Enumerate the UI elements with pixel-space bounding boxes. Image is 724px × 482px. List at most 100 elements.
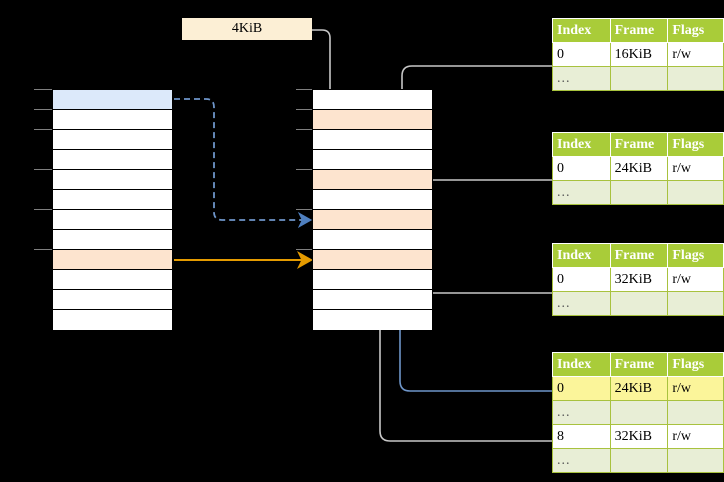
cell-flags: r/w bbox=[667, 156, 724, 181]
cell-flags bbox=[667, 400, 724, 425]
virtual-page-cell-1 bbox=[53, 110, 172, 130]
cell-index: 0 bbox=[552, 156, 611, 181]
cell-frame bbox=[609, 291, 669, 316]
physical-frame-cell-9 bbox=[313, 270, 432, 290]
cell-index: 8 bbox=[552, 424, 611, 449]
cell-index: ... bbox=[552, 291, 611, 316]
cell-flags: r/w bbox=[667, 267, 724, 292]
column-header-index: Index bbox=[552, 132, 611, 157]
middle-column-tick bbox=[296, 89, 312, 90]
cell-index: ... bbox=[552, 66, 611, 91]
connector-size-to-memory bbox=[312, 29, 338, 118]
cell-frame: 16KiB bbox=[609, 42, 669, 67]
column-header-index: Index bbox=[552, 243, 611, 268]
cell-index: 0 bbox=[552, 267, 611, 292]
virtual-page-cell-8 bbox=[53, 250, 172, 270]
connector-table4-row0-to-memory bbox=[392, 219, 552, 392]
virtual-page-cell-6 bbox=[53, 210, 172, 230]
middle-column-tick bbox=[296, 209, 312, 210]
table-row-ellipsis: ... bbox=[552, 448, 724, 473]
physical-frame-cell-10 bbox=[313, 290, 432, 310]
virtual-page-cell-11 bbox=[53, 310, 172, 330]
connector-table1-to-memory bbox=[394, 65, 552, 180]
column-header-frame: Frame bbox=[609, 18, 669, 43]
virtual-page-cell-10 bbox=[53, 290, 172, 310]
left-column-tick bbox=[34, 129, 52, 130]
left-column-tick bbox=[34, 89, 52, 90]
cell-index: 0 bbox=[552, 376, 611, 401]
cell-index: 0 bbox=[552, 42, 611, 67]
column-header-frame: Frame bbox=[609, 243, 669, 268]
virtual-page-cell-0 bbox=[53, 90, 172, 110]
physical-frame-cell-5 bbox=[313, 190, 432, 210]
physical-frame-cell-1 bbox=[313, 110, 432, 130]
middle-column-tick bbox=[296, 109, 312, 110]
column-header-flags: Flags bbox=[667, 243, 724, 268]
cell-frame: 32KiB bbox=[609, 424, 669, 449]
cell-flags: r/w bbox=[667, 376, 724, 401]
cell-index: ... bbox=[552, 448, 611, 473]
physical-frame-cell-2 bbox=[313, 130, 432, 150]
cell-frame: 24KiB bbox=[609, 376, 669, 401]
column-header-frame: Frame bbox=[609, 132, 669, 157]
left-column-tick bbox=[34, 209, 52, 210]
left-column-tick bbox=[34, 109, 52, 110]
column-header-index: Index bbox=[552, 18, 611, 43]
middle-column-tick bbox=[296, 129, 312, 130]
virtual-page-cell-3 bbox=[53, 150, 172, 170]
table-row-ellipsis: ... bbox=[552, 180, 724, 205]
column-header-flags: Flags bbox=[667, 18, 724, 43]
physical-frame-cell-11 bbox=[313, 310, 432, 330]
cell-flags bbox=[667, 180, 724, 205]
virtual-page-cell-5 bbox=[53, 190, 172, 210]
cell-frame: 32KiB bbox=[609, 267, 669, 292]
left-column-tick bbox=[34, 169, 52, 170]
virtual-page-cell-9 bbox=[53, 270, 172, 290]
cell-frame bbox=[609, 400, 669, 425]
cell-flags: r/w bbox=[667, 42, 724, 67]
middle-column-tick bbox=[296, 169, 312, 170]
column-header-flags: Flags bbox=[667, 132, 724, 157]
cell-frame bbox=[609, 180, 669, 205]
virtual-address-column bbox=[52, 89, 173, 330]
left-column-tick bbox=[34, 249, 52, 250]
size-label-box: 4KiB bbox=[182, 18, 312, 40]
table-row-ellipsis: ... bbox=[552, 400, 724, 425]
physical-frame-cell-8 bbox=[313, 250, 432, 270]
connector-table3-to-memory bbox=[412, 261, 552, 294]
cell-flags: r/w bbox=[667, 424, 724, 449]
virtual-page-cell-2 bbox=[53, 130, 172, 150]
cell-frame bbox=[609, 66, 669, 91]
physical-frame-cell-6 bbox=[313, 210, 432, 230]
cell-flags bbox=[667, 291, 724, 316]
cell-index: ... bbox=[552, 180, 611, 205]
column-header-index: Index bbox=[552, 352, 611, 377]
cell-index: ... bbox=[552, 400, 611, 425]
connector-table2-to-memory bbox=[412, 179, 552, 220]
middle-column-tick bbox=[296, 249, 312, 250]
cell-frame: 24KiB bbox=[609, 156, 669, 181]
connector-virtual-to-physical-dashed bbox=[174, 98, 313, 229]
virtual-page-cell-4 bbox=[53, 170, 172, 190]
physical-frame-cell-0 bbox=[313, 90, 432, 110]
cell-flags bbox=[667, 66, 724, 91]
physical-frame-cell-4 bbox=[313, 170, 432, 190]
cell-flags bbox=[667, 448, 724, 473]
physical-frame-cell-3 bbox=[313, 150, 432, 170]
size-label-text: 4KiB bbox=[231, 21, 263, 36]
table-row-ellipsis: ... bbox=[552, 291, 724, 316]
physical-memory-column bbox=[312, 89, 433, 330]
